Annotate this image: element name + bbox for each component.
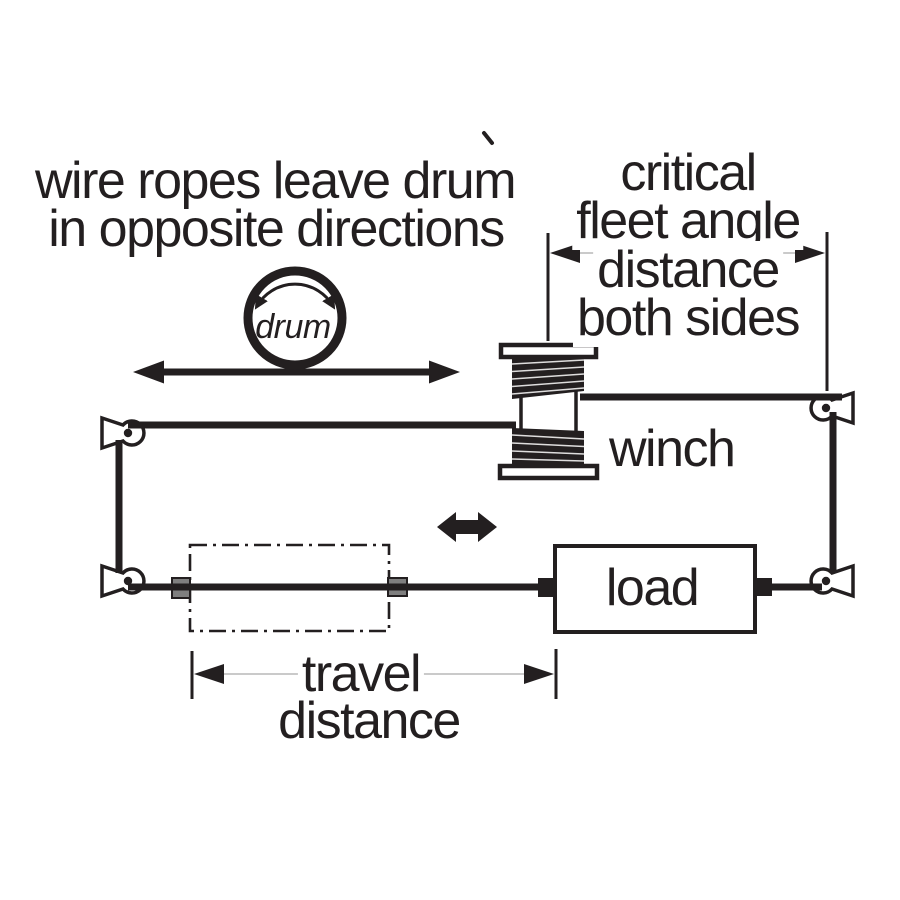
pulley-bottom-left bbox=[100, 563, 146, 599]
drum-rotation-arrow-icon bbox=[254, 282, 336, 310]
artifact-mark bbox=[482, 131, 494, 145]
caption-line-2: in opposite directions bbox=[48, 200, 505, 258]
winch-flange-bottom bbox=[497, 463, 600, 481]
travel-label-line-2: distance bbox=[278, 692, 461, 750]
pulley-bottom-right-axle bbox=[821, 576, 831, 586]
fleet-label-line-2: fleet angle bbox=[572, 192, 804, 250]
drum-label: drum bbox=[255, 308, 331, 346]
winch-spool bbox=[497, 342, 600, 481]
pulley-bottom-left-axle bbox=[123, 576, 133, 586]
pulley-bottom-left-body bbox=[100, 563, 146, 599]
travel-label-line-1: travel bbox=[297, 645, 425, 703]
drum-travel-arrowhead-left bbox=[133, 360, 164, 384]
load-label: load bbox=[605, 559, 700, 617]
pulley-top-right-axle bbox=[821, 403, 831, 413]
drum-symbol bbox=[243, 266, 347, 370]
winch-coil-ridges bbox=[511, 359, 585, 462]
caption-line-1: wire ropes leave drum bbox=[34, 152, 517, 210]
load-motion-arrow-icon bbox=[437, 512, 497, 542]
drum-travel-arrowhead-right bbox=[429, 360, 460, 384]
pulley-top-left-axle bbox=[123, 428, 133, 438]
rope-connector-right bbox=[755, 578, 772, 596]
winch-label: winch bbox=[609, 420, 736, 478]
fleet-label-line-4: both sides bbox=[572, 289, 804, 347]
drum-travel-arrow-icon bbox=[133, 360, 460, 384]
rope-connector-left bbox=[538, 578, 556, 597]
travel-arrowhead-left-icon bbox=[194, 664, 224, 684]
travel-arrowhead-right-icon bbox=[524, 664, 554, 684]
